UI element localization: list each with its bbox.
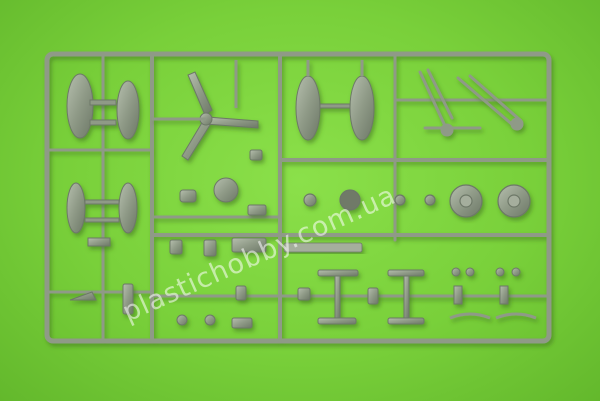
undercarriage-doors: [66, 182, 138, 247]
drop-tank-parts: [295, 60, 375, 141]
landing-gear-struts: [418, 68, 524, 137]
sprue-frame: [44, 51, 552, 344]
sprue-nameplate: [283, 242, 363, 253]
wheel-parts: [303, 184, 531, 218]
cowling-parts: [66, 73, 140, 140]
lower-detail-parts: [69, 267, 537, 329]
propeller-part: [152, 60, 259, 161]
small-detail-parts: [169, 149, 267, 257]
